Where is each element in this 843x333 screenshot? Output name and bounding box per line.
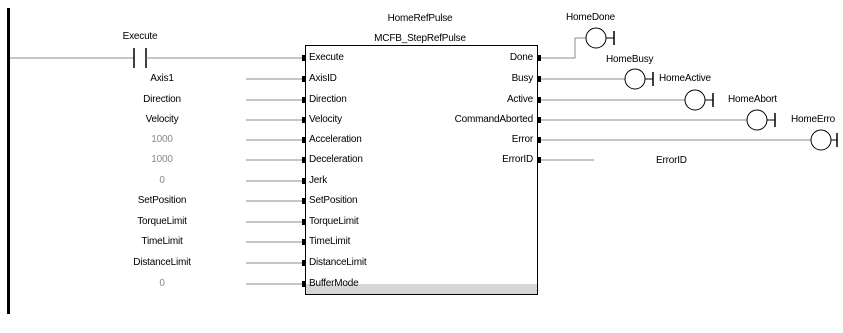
execute-contact-label: Execute bbox=[122, 31, 158, 42]
input-variable: Axis1 bbox=[150, 73, 174, 84]
input-pins bbox=[302, 55, 306, 287]
input-variable: DistanceLimit bbox=[133, 257, 191, 268]
input-variable: Direction bbox=[143, 94, 181, 105]
coil-home-busy[interactable] bbox=[624, 68, 654, 90]
pin-label-set-position: SetPosition bbox=[309, 195, 358, 206]
input-constant: 1000 bbox=[151, 134, 173, 145]
pin-label-acceleration: Acceleration bbox=[309, 134, 362, 145]
block-instance-name: HomeRefPulse bbox=[387, 13, 453, 24]
pin-label-axis-id: AxisID bbox=[309, 73, 337, 84]
left-power-rail bbox=[7, 8, 10, 314]
output-variable-error-id: ErrorID bbox=[656, 155, 687, 166]
input-variable: SetPosition bbox=[137, 195, 187, 206]
block-type-name: MCFB_StepRefPulse bbox=[374, 33, 466, 44]
pin-label-execute: Execute bbox=[309, 52, 344, 63]
pin-label-active: Active bbox=[506, 94, 533, 105]
pin-label-time-limit: TimeLimit bbox=[309, 236, 351, 247]
input-variable: TorqueLimit bbox=[137, 216, 187, 227]
pin-label-command-aborted: CommandAborted bbox=[454, 114, 534, 125]
input-wires bbox=[246, 78, 302, 285]
pin-label-error: Error bbox=[511, 134, 533, 145]
done-wire bbox=[541, 37, 586, 59]
function-block[interactable] bbox=[305, 45, 538, 295]
pin-label-direction: Direction bbox=[309, 94, 347, 105]
coil-label-home-done: HomeDone bbox=[566, 12, 615, 23]
coil-home-error[interactable] bbox=[810, 129, 838, 151]
input-variable: Velocity bbox=[145, 114, 179, 125]
pin-label-torque-limit: TorqueLimit bbox=[309, 216, 359, 227]
execute-contact[interactable] bbox=[133, 48, 147, 68]
coil-label-home-abort: HomeAbort bbox=[728, 94, 777, 105]
pin-label-velocity: Velocity bbox=[309, 114, 342, 125]
output-pins bbox=[537, 55, 541, 163]
input-constant: 0 bbox=[159, 175, 165, 186]
pin-label-busy: Busy bbox=[511, 73, 534, 84]
pin-label-jerk: Jerk bbox=[309, 175, 328, 186]
pin-label-deceleration: Deceleration bbox=[309, 154, 363, 165]
pin-label-done: Done bbox=[509, 52, 533, 63]
coil-label-home-error: HomeErro bbox=[791, 114, 835, 125]
pin-label-distance-limit: DistanceLimit bbox=[309, 257, 367, 268]
coil-label-home-busy: HomeBusy bbox=[606, 54, 654, 65]
coil-label-home-active: HomeActive bbox=[659, 73, 711, 84]
pin-label-error-id: ErrorID bbox=[502, 154, 533, 165]
input-variable: TimeLimit bbox=[141, 236, 183, 247]
input-constant: 0 bbox=[159, 278, 165, 289]
coil-home-abort[interactable] bbox=[746, 109, 776, 131]
pin-label-buffer-mode: BufferMode bbox=[309, 278, 359, 289]
coil-home-active[interactable] bbox=[684, 89, 714, 111]
block-bottom-band bbox=[306, 284, 537, 294]
input-constant: 1000 bbox=[151, 154, 173, 165]
coil-home-done[interactable] bbox=[585, 27, 615, 49]
